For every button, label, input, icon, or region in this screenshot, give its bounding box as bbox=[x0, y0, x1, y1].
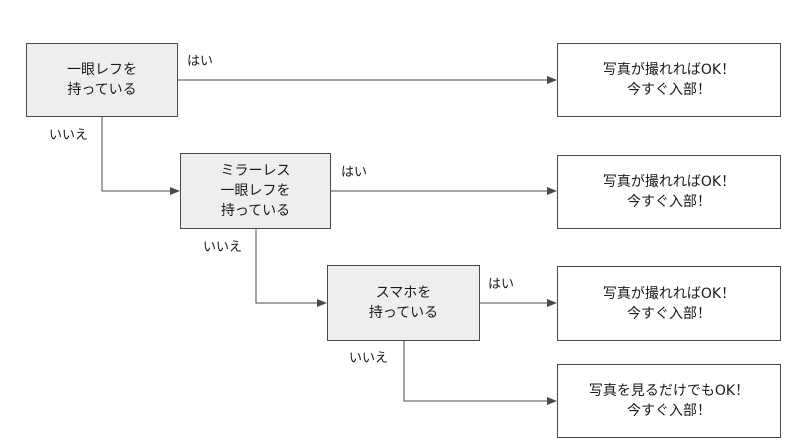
result-mirrorless-line-2: 今すぐ入部！ bbox=[627, 194, 711, 210]
decision-smartphone-line-2: 持っている bbox=[368, 305, 439, 321]
decision-mirrorless: ミラーレス 一眼レフを 持っている bbox=[180, 153, 331, 229]
result-mirrorless-line-1: 写真が撮れればOK！ bbox=[602, 174, 736, 190]
edge-label-d3-no: いいえ bbox=[349, 351, 389, 366]
result-smartphone-line-2: 今すぐ入部！ bbox=[627, 305, 711, 322]
edge-label-d1-yes: はい bbox=[187, 54, 214, 69]
result-mirrorless: 写真が撮れればOK！ 今すぐ入部！ bbox=[557, 155, 781, 229]
result-view-only-line-2: 今すぐ入部！ bbox=[627, 403, 711, 419]
decision-smartphone-line-1: スマホを bbox=[375, 285, 432, 301]
decision-mirrorless-line-1: ミラーレス bbox=[220, 163, 291, 179]
decision-dslr: 一眼レフを 持っている bbox=[26, 43, 178, 117]
result-smartphone: 写真が撮れればOK！ 今すぐ入部！ bbox=[557, 266, 781, 341]
result-view-only: 写真を見るだけでもOK！ 今すぐ入部！ bbox=[557, 364, 781, 438]
decision-mirrorless-line-3: 持っている bbox=[220, 203, 291, 219]
edge-d1-no bbox=[101, 117, 180, 195]
result-dslr: 写真が撮れればOK！ 今すぐ入部！ bbox=[557, 43, 781, 117]
result-view-only-line-1: 写真を見るだけでもOK！ bbox=[588, 383, 750, 399]
edge-label-d1-no: いいえ bbox=[49, 128, 89, 143]
edge-label-d3-yes: はい bbox=[488, 277, 515, 292]
edge-label-d2-no: いいえ bbox=[203, 240, 243, 255]
result-dslr-line-1: 写真が撮れればOK！ bbox=[602, 62, 736, 78]
edge-d2-no bbox=[255, 229, 327, 307]
result-smartphone-line-1: 写真が撮れればOK！ bbox=[602, 285, 736, 302]
decision-mirrorless-line-2: 一眼レフを bbox=[220, 183, 291, 199]
edge-label-d2-yes: はい bbox=[341, 165, 368, 180]
result-dslr-line-2: 今すぐ入部！ bbox=[627, 82, 711, 98]
decision-dslr-line-1: 一眼レフを bbox=[67, 62, 137, 78]
edge-d3-no bbox=[403, 341, 557, 405]
decision-dslr-line-2: 持っている bbox=[67, 82, 137, 98]
decision-smartphone: スマホを 持っている bbox=[327, 265, 480, 341]
